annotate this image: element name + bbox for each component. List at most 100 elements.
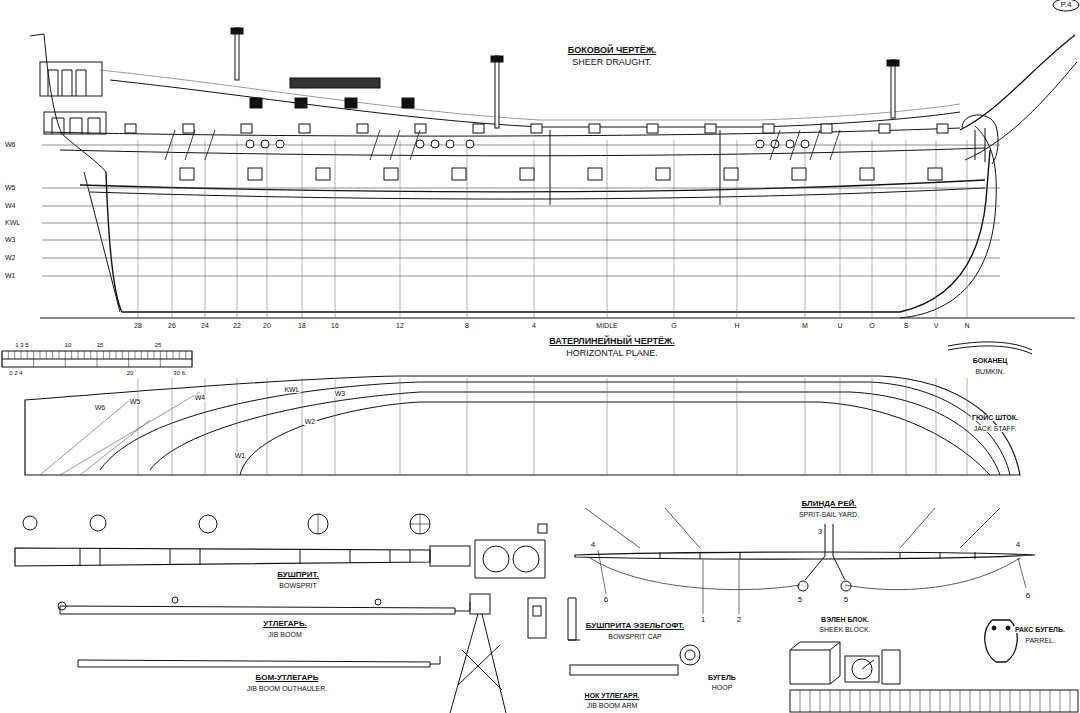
gunport bbox=[879, 124, 890, 133]
sweep bbox=[830, 130, 840, 160]
flag bbox=[887, 60, 899, 66]
station-line bbox=[674, 378, 675, 475]
grating-bar bbox=[860, 690, 861, 712]
station-line bbox=[872, 378, 873, 475]
station-number: H bbox=[733, 322, 740, 329]
part-name: ГЮЙС ШТОК. bbox=[971, 414, 1019, 421]
scale-bar bbox=[2, 351, 192, 367]
station-line bbox=[805, 140, 806, 318]
yard-block bbox=[841, 581, 851, 591]
wale-line bbox=[90, 188, 985, 199]
scale-number: 1 3 5 bbox=[14, 342, 29, 348]
gunport bbox=[415, 124, 426, 133]
section-cross bbox=[318, 514, 430, 534]
station-number: 16 bbox=[330, 322, 340, 329]
sweep bbox=[165, 130, 175, 160]
station-line bbox=[138, 140, 139, 318]
part-name: БУГЕЛЬ bbox=[707, 674, 737, 681]
station-number: 28 bbox=[133, 322, 143, 329]
station-line bbox=[237, 378, 238, 475]
part-name: БУШПРИТ. bbox=[276, 571, 320, 579]
waterline-curve bbox=[150, 392, 1000, 475]
gunport bbox=[531, 124, 542, 133]
part-name: JIB BOOM ARM bbox=[586, 702, 639, 709]
grating-bar bbox=[960, 690, 961, 712]
grating-bar bbox=[840, 690, 841, 712]
scale-tick bbox=[103, 351, 104, 359]
grating-bar bbox=[850, 690, 851, 712]
station-line bbox=[400, 378, 401, 475]
gunport bbox=[125, 124, 136, 133]
scale-tick bbox=[33, 351, 34, 367]
scale-tick bbox=[14, 351, 15, 359]
horizontal-plane bbox=[25, 376, 1020, 475]
stern-gallery bbox=[40, 62, 102, 96]
jib-boom bbox=[60, 606, 455, 614]
grating-bar bbox=[830, 690, 831, 712]
stem-outline bbox=[900, 126, 996, 318]
deck-window bbox=[345, 98, 357, 108]
gunport bbox=[248, 168, 262, 180]
station-number: U bbox=[836, 322, 843, 329]
view-title: БОКОВОЙ ЧЕРТЁЖ. bbox=[567, 46, 658, 55]
grating bbox=[790, 690, 1078, 712]
scale-number: 0 2 4 bbox=[8, 370, 23, 376]
grating-bar bbox=[1020, 690, 1021, 712]
station-line bbox=[906, 140, 907, 318]
station-number: O bbox=[868, 322, 875, 329]
grating-bar bbox=[930, 690, 931, 712]
station-number: 26 bbox=[167, 322, 177, 329]
scale-number: 30 ft. bbox=[172, 370, 187, 376]
rail-line bbox=[100, 70, 960, 120]
scuttle bbox=[246, 140, 254, 148]
outhauler-hook bbox=[430, 656, 440, 664]
grating-bar bbox=[970, 690, 971, 712]
waterline bbox=[42, 188, 1000, 189]
scuttle bbox=[466, 140, 474, 148]
gunport bbox=[299, 124, 310, 133]
grating-bar bbox=[1010, 690, 1011, 712]
callout-number: 5 bbox=[797, 596, 803, 604]
scale-tick bbox=[192, 351, 193, 367]
callout-number: 3 bbox=[817, 528, 823, 536]
mast-stump bbox=[495, 56, 499, 128]
grating-bar bbox=[980, 690, 981, 712]
part-name: JIB BOOM bbox=[267, 631, 302, 638]
gunport bbox=[357, 124, 368, 133]
view-title: ВАТЕРЛИНЕЙНЫЙ ЧЕРТЁЖ. bbox=[548, 337, 675, 346]
sweep bbox=[390, 130, 400, 160]
scuttle bbox=[801, 140, 809, 148]
gunport bbox=[589, 124, 600, 133]
jib-boom-fitting bbox=[172, 597, 178, 603]
section-line bbox=[550, 130, 551, 205]
part-name: BUMKIN. bbox=[974, 368, 1005, 375]
grating-bar bbox=[990, 690, 991, 712]
station-line bbox=[335, 140, 336, 318]
gunport bbox=[937, 124, 948, 133]
scale-number: 10 bbox=[64, 342, 73, 348]
scale-number: 25 bbox=[154, 342, 163, 348]
scale-tick bbox=[2, 351, 3, 367]
sheek-block bbox=[790, 642, 900, 684]
station-number: 4 bbox=[531, 322, 537, 329]
bumkin bbox=[948, 342, 1032, 354]
scale-tick bbox=[21, 351, 22, 359]
wale-line bbox=[80, 180, 985, 192]
view-title: HORIZONTAL PLANE. bbox=[565, 349, 659, 358]
gunport bbox=[928, 168, 942, 180]
waterline-label: KWL bbox=[283, 386, 300, 393]
station-line bbox=[967, 378, 968, 475]
sheer-draught bbox=[30, 28, 1077, 318]
station-line bbox=[737, 378, 738, 475]
wale-line bbox=[60, 148, 985, 156]
part-name: PARREL. bbox=[1024, 637, 1055, 644]
waterline-label: W5 bbox=[4, 184, 17, 191]
part-name: ВЭЛЕН БЛОК. bbox=[820, 616, 870, 623]
stern-gallery bbox=[44, 112, 106, 134]
scale-tick bbox=[166, 351, 167, 359]
waterline bbox=[42, 206, 1000, 207]
cap-piece bbox=[528, 598, 546, 638]
waterline-label: W2 bbox=[4, 254, 17, 261]
scale-tick bbox=[90, 351, 91, 359]
section-circle bbox=[90, 515, 106, 531]
